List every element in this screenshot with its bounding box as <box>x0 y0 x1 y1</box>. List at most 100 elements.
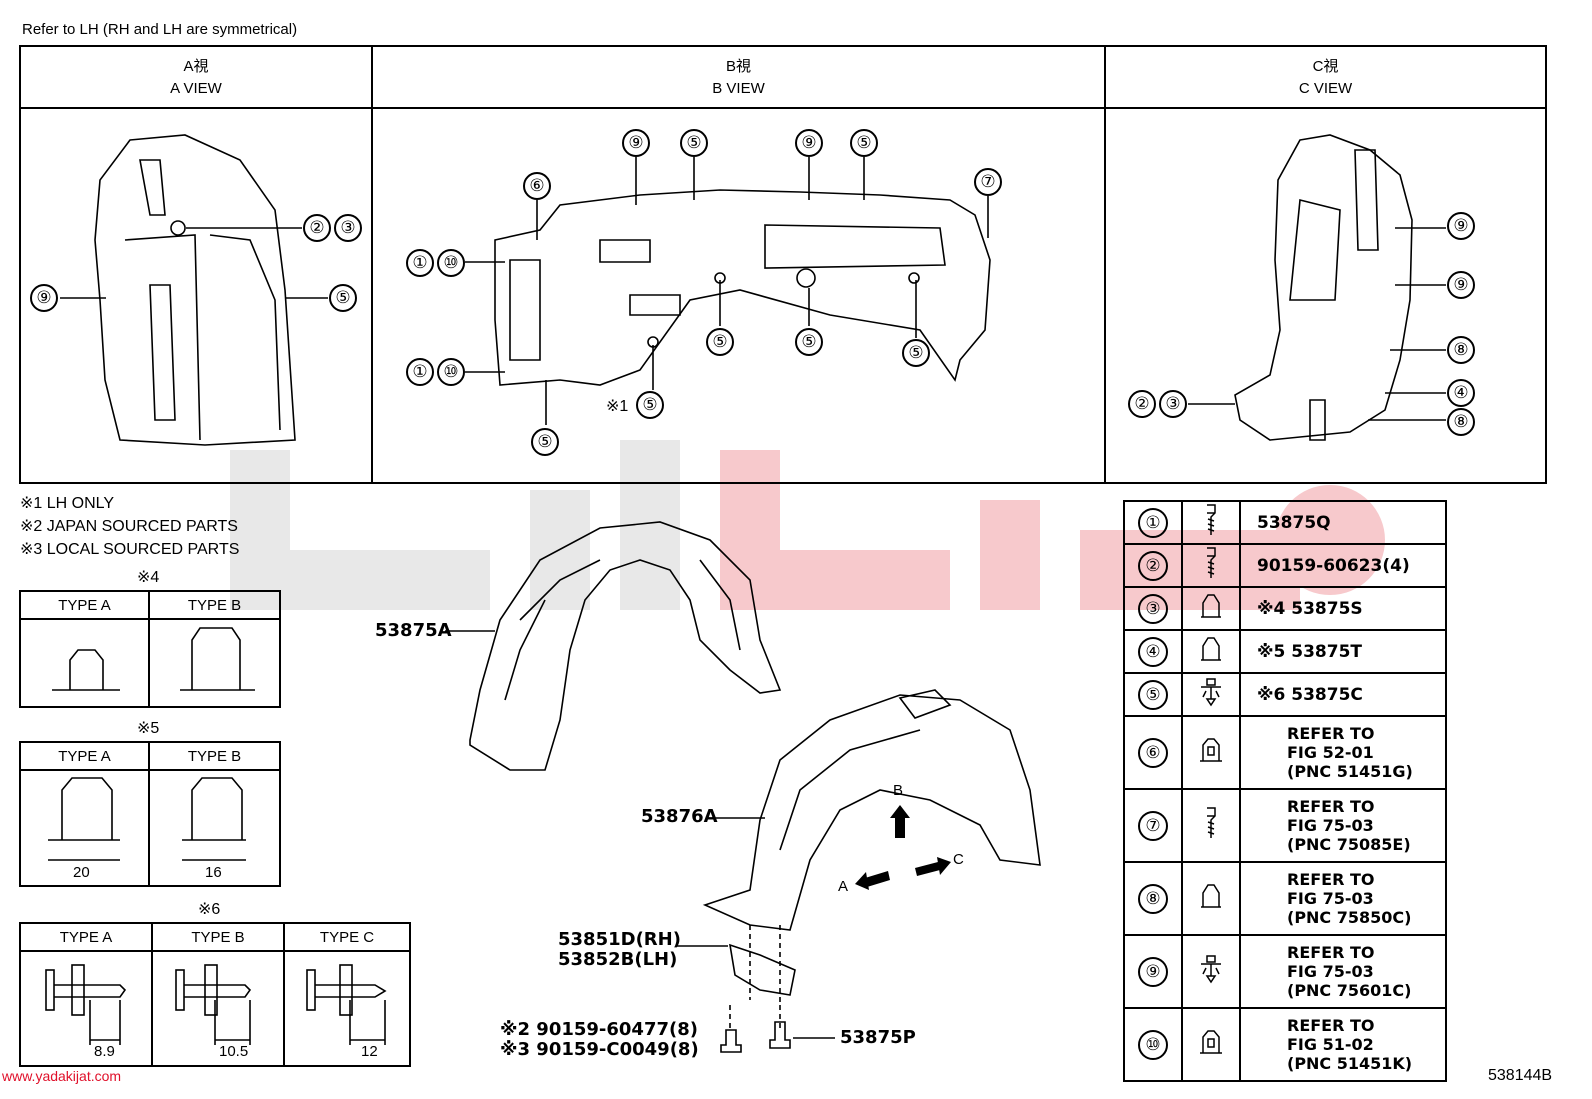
parts-text-5: ※6 53875C <box>1239 672 1447 717</box>
part-label-bolt-local: ※3 90159-C0049(8) <box>500 1039 699 1060</box>
parts-text-6-line3: (PNC 51451G) <box>1287 762 1413 781</box>
clip-table-6-cell-a <box>19 950 153 1067</box>
callout-9-c2: ⑨ <box>1447 271 1475 299</box>
callout-4-c: ④ <box>1447 379 1475 407</box>
parts-num-8: ⑧ <box>1138 883 1168 914</box>
clip-6c-dim: 12 <box>361 1043 378 1060</box>
parts-row-5: ⑤ ※6 53875C <box>1123 672 1447 717</box>
parts-row-1: ① 53875Q <box>1123 500 1447 545</box>
c-view-jp: C視 <box>1312 58 1339 75</box>
part-label-53876a: 53876A <box>641 806 718 827</box>
b-view-jp: B視 <box>725 58 751 75</box>
callout-7-b: ⑦ <box>974 168 1002 196</box>
parts-num-1: ① <box>1138 507 1168 538</box>
parts-table: ① 53875Q ② 90159-60623(4) ③ ※4 53875S ④ … <box>1123 500 1447 1082</box>
callout-10-b2: ⑩ <box>437 358 465 386</box>
parts-text-8-line2: FIG 75-03 <box>1287 889 1374 908</box>
parts-text-7-line1: REFER TO <box>1287 797 1375 816</box>
note-lh-only: ※1 LH ONLY <box>20 495 115 512</box>
callout-9-b2: ⑨ <box>795 129 823 157</box>
parts-text-7-line3: (PNC 75085E) <box>1287 835 1411 854</box>
part-label-53875a: 53875A <box>375 620 452 641</box>
clip-table-6-mark: ※6 <box>198 901 221 918</box>
parts-text-1: 53875Q <box>1239 500 1447 545</box>
header-note: Refer to LH (RH and LH are symmetrical) <box>22 21 298 38</box>
parts-text-2: 90159-60623(4) <box>1239 543 1447 588</box>
callout-5-b2: ⑤ <box>850 129 878 157</box>
part-label-bracket-lh: 53852B(LH) <box>558 949 678 970</box>
parts-num-7: ⑦ <box>1138 810 1168 841</box>
part-label-bolt-jp: ※2 90159-60477(8) <box>500 1019 698 1040</box>
clip-table-5-type-b: TYPE B <box>148 741 281 771</box>
clip-table-6-cell-c <box>283 950 411 1067</box>
parts-num-6: ⑥ <box>1138 737 1168 768</box>
arrow-a-label: A <box>838 878 849 895</box>
clip-table-6-type-a: TYPE A <box>19 922 153 952</box>
callout-5-b1: ⑤ <box>680 129 708 157</box>
push-clip-icon <box>1201 678 1221 707</box>
note-japan-sourced: ※2 JAPAN SOURCED PARTS <box>20 518 238 535</box>
clip-table-5-type-a: TYPE A <box>18 741 151 771</box>
nut-clip-icon <box>1200 738 1222 762</box>
b-view-en: B VIEW <box>712 80 765 97</box>
clip-table-6-type-b: TYPE B <box>151 922 285 952</box>
parts-num-2: ② <box>1138 550 1168 581</box>
parts-text-8-line3: (PNC 75850C) <box>1287 908 1412 927</box>
callout-9-c1: ⑨ <box>1447 212 1475 240</box>
c-view-header: C視 C VIEW <box>1106 47 1545 109</box>
clip-5b-dim: 16 <box>205 864 222 881</box>
clip-table-5-cell-a <box>18 769 151 887</box>
part-label-53875p: 53875P <box>840 1027 916 1048</box>
parts-text-9-line1: REFER TO <box>1287 943 1375 962</box>
clip-table-4-cell-a <box>18 618 151 708</box>
clip-table-6-type-c: TYPE C <box>283 922 411 952</box>
clip-icon <box>1201 884 1221 908</box>
parts-num-10: ⑩ <box>1138 1029 1168 1060</box>
clip-5a-dim: 20 <box>73 864 90 881</box>
parts-row-3: ③ ※4 53875S <box>1123 586 1447 631</box>
callout-5-a: ⑤ <box>329 284 357 312</box>
parts-text-9-line3: (PNC 75601C) <box>1287 981 1412 1000</box>
parts-num-4: ④ <box>1138 636 1168 667</box>
a-view-panel: A視 A VIEW <box>21 47 373 482</box>
a-view-en: A VIEW <box>170 80 222 97</box>
callout-1-b2: ① <box>406 358 434 386</box>
screw-icon <box>1207 504 1216 535</box>
parts-num-9: ⑨ <box>1138 956 1168 987</box>
parts-text-4: ※5 53875T <box>1239 629 1447 674</box>
callout-5-b6: ⑤ <box>636 391 664 419</box>
push-clip-icon <box>1201 955 1221 984</box>
screw-icon <box>1207 547 1216 578</box>
callout-8-c1: ⑧ <box>1447 336 1475 364</box>
parts-text-10-line1: REFER TO <box>1287 1016 1375 1035</box>
clip-table-4-type-b: TYPE B <box>148 590 281 620</box>
parts-num-5: ⑤ <box>1138 679 1168 710</box>
parts-text-6-line2: FIG 52-01 <box>1287 743 1374 762</box>
clip-table-4-cell-b <box>148 618 281 708</box>
b-view-header: B視 B VIEW <box>373 47 1104 109</box>
parts-text-10-line3: (PNC 51451K) <box>1287 1054 1413 1073</box>
clip-table-6-cell-b <box>151 950 285 1067</box>
a-view-header: A視 A VIEW <box>21 47 371 109</box>
callout-3-c: ③ <box>1159 390 1187 418</box>
parts-text-8-line1: REFER TO <box>1287 870 1375 889</box>
note-mark-1: ※1 <box>606 398 629 415</box>
callout-2-a: ② <box>303 214 331 242</box>
callout-5-b7: ⑤ <box>531 428 559 456</box>
clip-table-5-mark: ※5 <box>137 720 160 737</box>
callout-5-b5: ⑤ <box>902 339 930 367</box>
callout-6-b: ⑥ <box>523 172 551 200</box>
callout-9-a: ⑨ <box>30 284 58 312</box>
diagram-code: 538144B <box>1488 1067 1553 1084</box>
c-view-panel: C視 C VIEW <box>1106 47 1545 482</box>
callout-2-c: ② <box>1128 390 1156 418</box>
watermark-url[interactable]: www.yadakijat.com <box>2 1068 122 1084</box>
